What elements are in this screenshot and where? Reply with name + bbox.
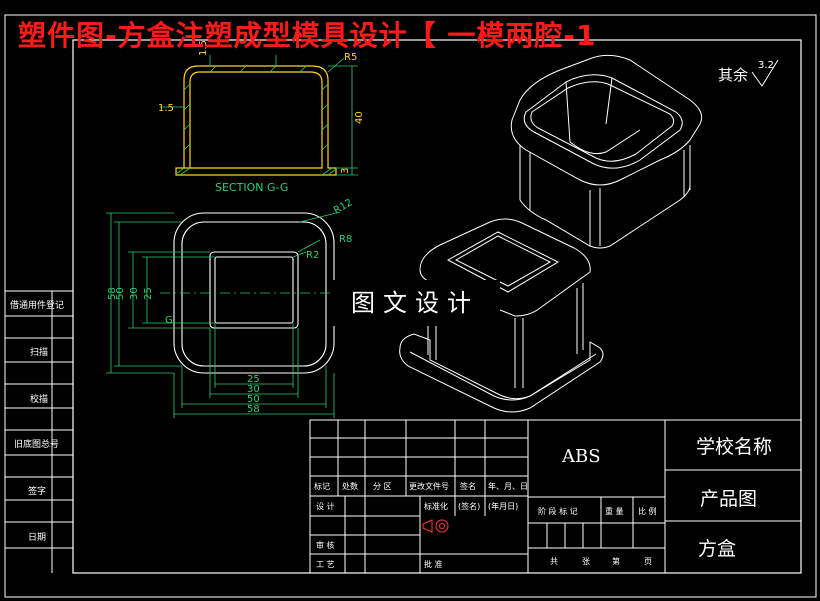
section-dim-left: 1.5	[158, 103, 174, 114]
material-value: ABS	[561, 446, 601, 467]
side-strip	[5, 290, 73, 573]
side-label-old-drawing: 旧底图总号	[14, 440, 60, 450]
weight-label: 重 量	[605, 507, 624, 516]
section-dim-radius: R5	[344, 52, 357, 63]
section-dim-bottom: 3	[340, 168, 351, 174]
process-label: 工 艺	[316, 560, 335, 569]
section-view	[175, 65, 337, 176]
review-label: 审 核	[316, 541, 335, 550]
hdr-change-doc: 更改文件号	[409, 482, 449, 491]
plan-dim-v30: 30	[129, 287, 140, 300]
sign-placeholder: (签名)	[458, 502, 481, 511]
roughness-value: 3.2	[758, 60, 774, 71]
page-label: 页	[644, 557, 652, 566]
section-hatch	[175, 65, 337, 176]
projection-symbol	[422, 519, 449, 533]
standardize-label: 标准化	[424, 502, 448, 511]
isometric-view-closed	[399, 218, 604, 413]
school-name: 学校名称	[696, 436, 773, 458]
side-label-scan: 扫描	[30, 348, 49, 358]
drawing-title: 塑件图-方盒注塑成型模具设计【 一模两腔-1	[18, 19, 597, 52]
title-block-lines	[309, 419, 802, 574]
plan-dim-v58: 58	[107, 287, 118, 300]
side-label-signature: 签字	[28, 487, 47, 497]
roughness-prefix: 其余	[718, 66, 748, 84]
hdr-count: 处数	[342, 482, 358, 491]
design-label: 设 计	[316, 502, 335, 511]
sheet-unit-label: 张	[582, 557, 590, 566]
scale-label: 比 例	[638, 507, 657, 516]
plan-dim-r2: R2	[306, 250, 319, 261]
part-name: 方盒	[698, 538, 737, 560]
plan-dim-v25: 25	[143, 287, 154, 300]
plan-dim-v50: 50	[115, 287, 126, 300]
side-label-borrow: 借通用件登记	[10, 301, 65, 311]
sheet-no-label: 第	[612, 557, 620, 566]
watermark: 图文设计	[330, 280, 500, 326]
section-dim-height: 40	[354, 111, 365, 124]
sheet-total-label: 共	[550, 557, 558, 566]
plan-dim-h30: 30	[247, 384, 260, 395]
hdr-sign: 签名	[460, 482, 476, 491]
side-label-date: 日期	[28, 533, 47, 543]
plan-marker-g: G	[165, 315, 173, 326]
side-label-trace: 校描	[30, 395, 49, 405]
plan-dim-r12: R12	[332, 197, 355, 216]
plan-dim-h58: 58	[247, 404, 260, 415]
drawing-type: 产品图	[700, 488, 758, 510]
date-placeholder: (年月日)	[488, 502, 519, 511]
section-dim-lines	[160, 55, 358, 176]
approve-label: 批 准	[424, 560, 443, 569]
plan-dim-h50: 50	[247, 394, 260, 405]
hdr-mark: 标记	[314, 482, 330, 491]
outer-frame	[4, 14, 817, 598]
section-dim-top: 1.5	[198, 40, 209, 56]
isometric-view-open	[510, 54, 703, 249]
plan-dim-h25: 25	[247, 374, 260, 385]
section-label: SECTION G-G	[215, 181, 288, 194]
hdr-zone: 分 区	[373, 482, 392, 491]
roughness-symbol	[751, 59, 779, 87]
plan-dim-r8: R8	[339, 234, 352, 245]
plan-dim-lines	[106, 211, 341, 418]
stage-label: 阶 段 标 记	[538, 507, 578, 516]
hdr-date: 年、月、日	[488, 482, 528, 491]
